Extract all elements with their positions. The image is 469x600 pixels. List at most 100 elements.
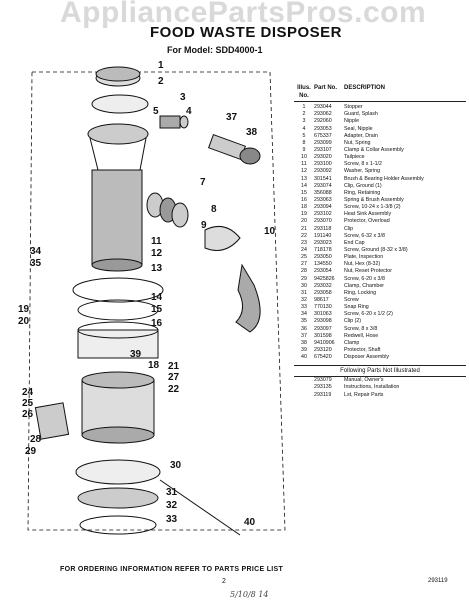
blank-cell	[294, 384, 314, 391]
callout-label: 13	[151, 263, 163, 274]
illus-no-cell: 19	[301, 211, 307, 218]
illus-no-cell: 3	[302, 118, 306, 125]
callout-label: 22	[168, 384, 180, 395]
illus-no-cell: 5	[302, 132, 306, 139]
callout-label: 2	[158, 76, 164, 87]
callout-label: 21	[168, 361, 180, 372]
illus-no-cell: 37	[301, 332, 307, 339]
description-cell: Screw, 6-20 x 3/8	[344, 275, 385, 282]
description-cell: Brush & Bearing Holder Assembly	[344, 175, 424, 182]
illus-no-cell: 12	[301, 168, 307, 175]
description-cell: Nut, Reset Protector	[344, 268, 392, 275]
callout-label: 28	[30, 434, 42, 445]
part-no-cell: 675420	[314, 354, 332, 361]
part-no-cell: 293079	[314, 377, 332, 384]
illus-no-cell: 31	[301, 289, 307, 296]
page-number: 2	[222, 578, 226, 585]
description-cell: Guard, Splash	[344, 111, 378, 118]
description-cell: Nut, Spring	[344, 139, 371, 146]
part-no-cell: 9410906	[314, 339, 335, 346]
description-cell: Ring, Locking	[344, 289, 377, 296]
illus-no-cell: 23	[301, 239, 307, 246]
part-no-cell: 293118	[314, 225, 332, 232]
part-no-cell: 293054	[314, 268, 332, 275]
part-no-cell: 293053	[314, 125, 332, 132]
illus-no-cell: 29	[301, 275, 307, 282]
callout-label: 39	[130, 349, 142, 360]
part-no-cell: 675337	[314, 132, 332, 139]
description-cell: Stopper	[344, 104, 363, 111]
callout-label: 24	[22, 387, 34, 398]
illus-no-cell: 21	[301, 225, 307, 232]
description-cell: Clamp & Collar Assembly	[344, 147, 404, 154]
part-no-cell: 293107	[314, 147, 332, 154]
illus-no-cell: 27	[301, 261, 307, 268]
part-no-cell: 770130	[314, 304, 332, 311]
part-no-cell: 356088	[314, 189, 332, 196]
blank-cell	[294, 377, 314, 384]
callout-label: 10	[264, 226, 276, 237]
description-cell: Protector, Overload	[344, 218, 390, 225]
table-row: 38 9410906 Clamp	[294, 340, 466, 347]
part-no-cell: 191140	[314, 232, 332, 239]
callout-label: 20	[18, 316, 30, 327]
part-no-cell: 98617	[314, 296, 329, 303]
illus-no-header: Illus. No.	[297, 85, 311, 100]
part-no-cell: 293020	[314, 154, 332, 161]
description-cell: Lst, Repair Parts	[344, 391, 384, 398]
illus-no-cell: 39	[301, 346, 307, 353]
callout-label: 34	[30, 246, 42, 257]
callout-label: 32	[166, 500, 178, 511]
illus-no-cell: 24	[301, 247, 307, 253]
part-no-cell: 293063	[314, 197, 332, 204]
description-cell: Screw, 10-24 x 1-3/8 (2)	[344, 204, 401, 211]
part-no-cell: 293058	[314, 289, 332, 296]
description-cell: Screw, 6-32 x 3/8	[344, 232, 385, 239]
callout-label: 3	[180, 92, 186, 103]
part-no-cell: 293135	[314, 384, 332, 391]
description-cell: Clamp	[344, 339, 360, 346]
table-row: 293135 Instructions, Installation	[294, 384, 466, 391]
description-cell: Clamp, Chamber	[344, 282, 385, 289]
part-no-cell: 293102	[314, 211, 332, 218]
description-cell: Spring & Brush Assembly	[344, 197, 404, 204]
part-no-cell: 293050	[314, 254, 332, 261]
illus-no-cell: 16	[301, 197, 307, 204]
ordering-footer: FOR ORDERING INFORMATION REFER TO PARTS …	[60, 566, 284, 573]
callout-label: 19	[18, 304, 30, 315]
description-cell: Screw, 8 x 1-1/2	[344, 161, 382, 168]
callout-label: 16	[151, 318, 163, 329]
callout-label: 9	[201, 220, 207, 231]
illus-no-cell: 28	[301, 268, 307, 275]
part-no-cell: 292060	[314, 118, 332, 125]
illus-no-cell: 14	[301, 182, 307, 189]
description-cell: Screw, 6-20 x 1/2 (2)	[344, 311, 393, 318]
table-row: 5 675337 Adapter, Drain	[294, 133, 466, 140]
part-no-cell: 293094	[314, 204, 332, 211]
description-cell: Instructions, Installation	[344, 384, 400, 391]
part-no-cell: 293074	[314, 182, 332, 189]
illus-no-cell: 38	[301, 339, 307, 346]
illus-no-cell: 8	[302, 139, 306, 146]
description-cell: Adapter, Drain	[344, 132, 378, 139]
description-cell: Screw	[344, 296, 359, 303]
part-no-cell: 293092	[314, 168, 332, 175]
callout-label: 37	[226, 112, 238, 123]
illus-no-cell: 35	[301, 318, 307, 325]
illus-no-cell: 36	[301, 325, 307, 332]
